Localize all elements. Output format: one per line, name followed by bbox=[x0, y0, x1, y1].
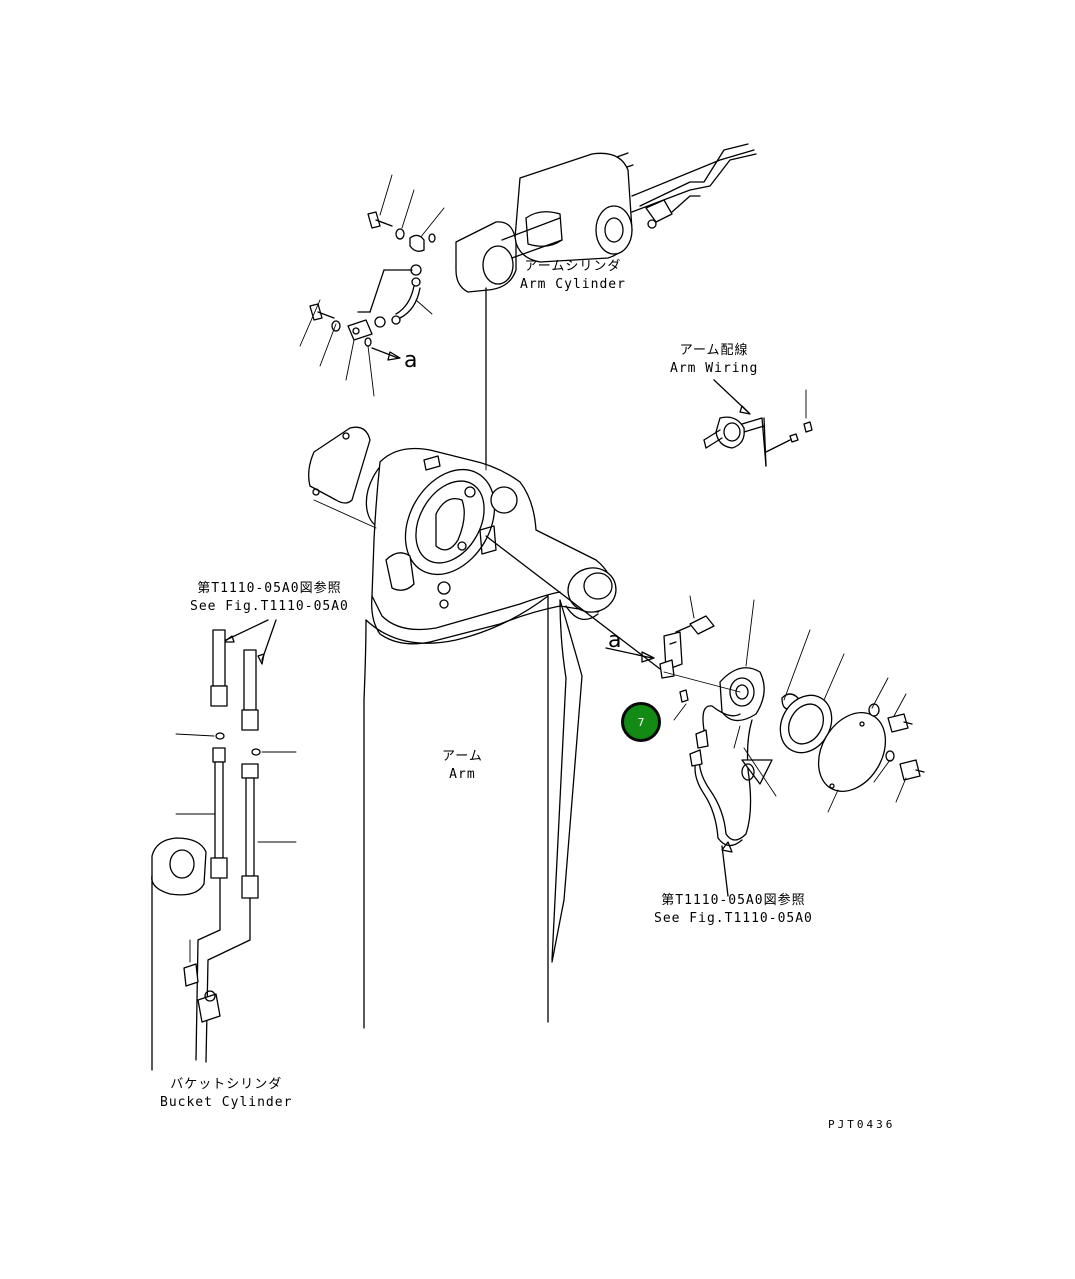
arm-wiring-label-en: Arm Wiring bbox=[670, 361, 759, 376]
bucket-cylinder-label: バケットシリンダ Bucket Cylinder bbox=[160, 1076, 292, 1112]
bucket-cylinder-label-jp: バケットシリンダ bbox=[170, 1077, 283, 1092]
arm-label: アーム Arm bbox=[442, 748, 483, 784]
see-fig-right-label-en: See Fig.T1110-05A0 bbox=[654, 911, 813, 926]
part-callout-7[interactable]: 7 bbox=[621, 702, 661, 742]
bucket-hoses-drawing bbox=[151, 619, 297, 1071]
arm-label-jp: アーム bbox=[442, 749, 483, 764]
bucket-cylinder-label-en: Bucket Cylinder bbox=[160, 1095, 293, 1110]
part-callout-number: 7 bbox=[637, 715, 645, 729]
drawing-code: PJT0436 bbox=[828, 1118, 896, 1131]
sensor-assembly-drawing bbox=[605, 595, 925, 897]
arm-wiring-drawing bbox=[703, 379, 813, 467]
arm-label-en: Arm bbox=[449, 767, 476, 782]
arm-cylinder-label: アームシリンダ Arm Cylinder bbox=[520, 258, 626, 294]
arm-cylinder-drawing bbox=[455, 143, 757, 471]
arm-wiring-label: アーム配線 Arm Wiring bbox=[670, 342, 758, 378]
upper-hardware-drawing bbox=[299, 174, 445, 397]
see-fig-right-label: 第T1110-05A0図参照 See Fig.T1110-05A0 bbox=[654, 892, 813, 928]
arm-cylinder-label-en: Arm Cylinder bbox=[520, 277, 626, 292]
see-fig-left-label-jp: 第T1110-05A0図参照 bbox=[197, 581, 342, 596]
see-fig-left-label: 第T1110-05A0図参照 See Fig.T1110-05A0 bbox=[190, 580, 349, 616]
arm-body-drawing bbox=[308, 426, 665, 1029]
see-fig-left-label-en: See Fig.T1110-05A0 bbox=[190, 599, 349, 614]
reference-mark-a-lower: a bbox=[608, 628, 622, 653]
arm-cylinder-label-jp: アームシリンダ bbox=[524, 259, 622, 274]
reference-mark-a-upper: a bbox=[404, 348, 418, 373]
arm-wiring-label-jp: アーム配線 bbox=[679, 343, 749, 358]
see-fig-right-label-jp: 第T1110-05A0図参照 bbox=[661, 893, 806, 908]
